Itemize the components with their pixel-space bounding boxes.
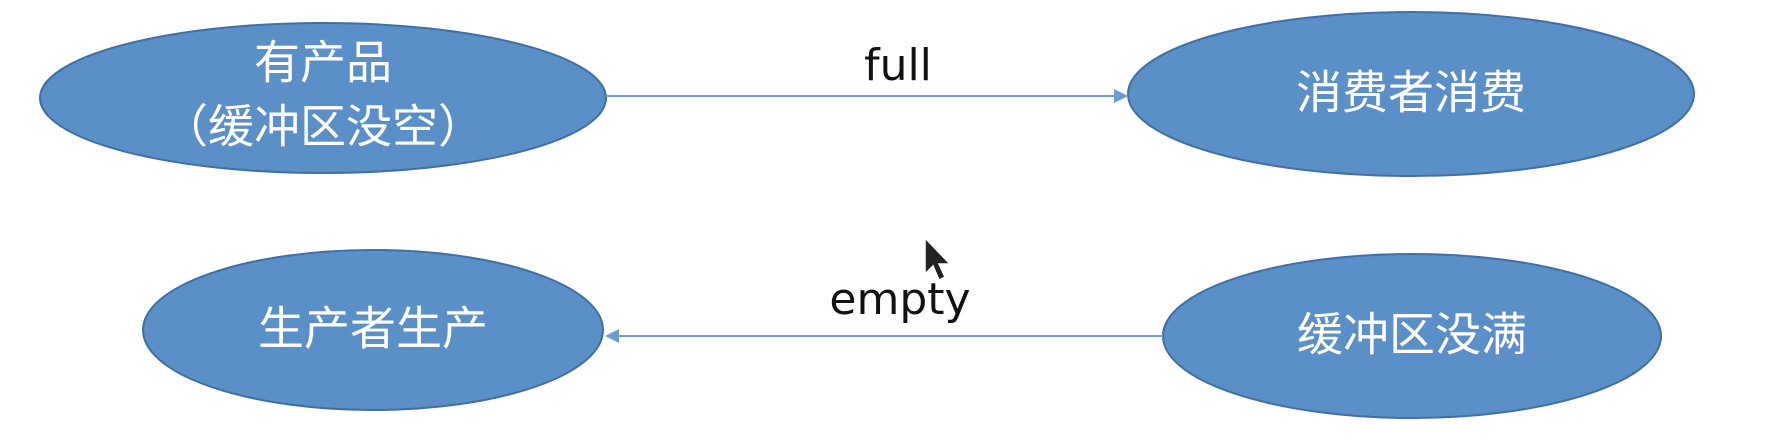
mouse-pointer-icon — [924, 236, 952, 282]
edge-empty: empty — [605, 274, 1163, 343]
node-consumer-consume: 消费者消费 — [1127, 11, 1695, 177]
node-producer-produce-label: 生产者生产 — [258, 302, 488, 356]
edge-full: full — [607, 40, 1128, 103]
node-consumer-consume-label: 消费者消费 — [1296, 66, 1526, 120]
node-has-product-ellipse — [39, 22, 607, 174]
node-buffer-not-full-label: 缓冲区没满 — [1297, 308, 1527, 362]
edge-full-label: full — [864, 40, 932, 91]
edge-empty-label: empty — [829, 274, 970, 325]
node-has-product-label-line1: 有产品 — [254, 36, 392, 90]
node-has-product: 有产品 （缓冲区没空） — [39, 22, 607, 174]
node-producer-produce-ellipse — [142, 249, 604, 411]
node-buffer-not-full: 缓冲区没满 — [1162, 253, 1662, 419]
node-consumer-consume-ellipse — [1127, 11, 1695, 177]
node-has-product-label-line2: （缓冲区没空） — [162, 100, 484, 154]
node-producer-produce: 生产者生产 — [142, 249, 604, 411]
